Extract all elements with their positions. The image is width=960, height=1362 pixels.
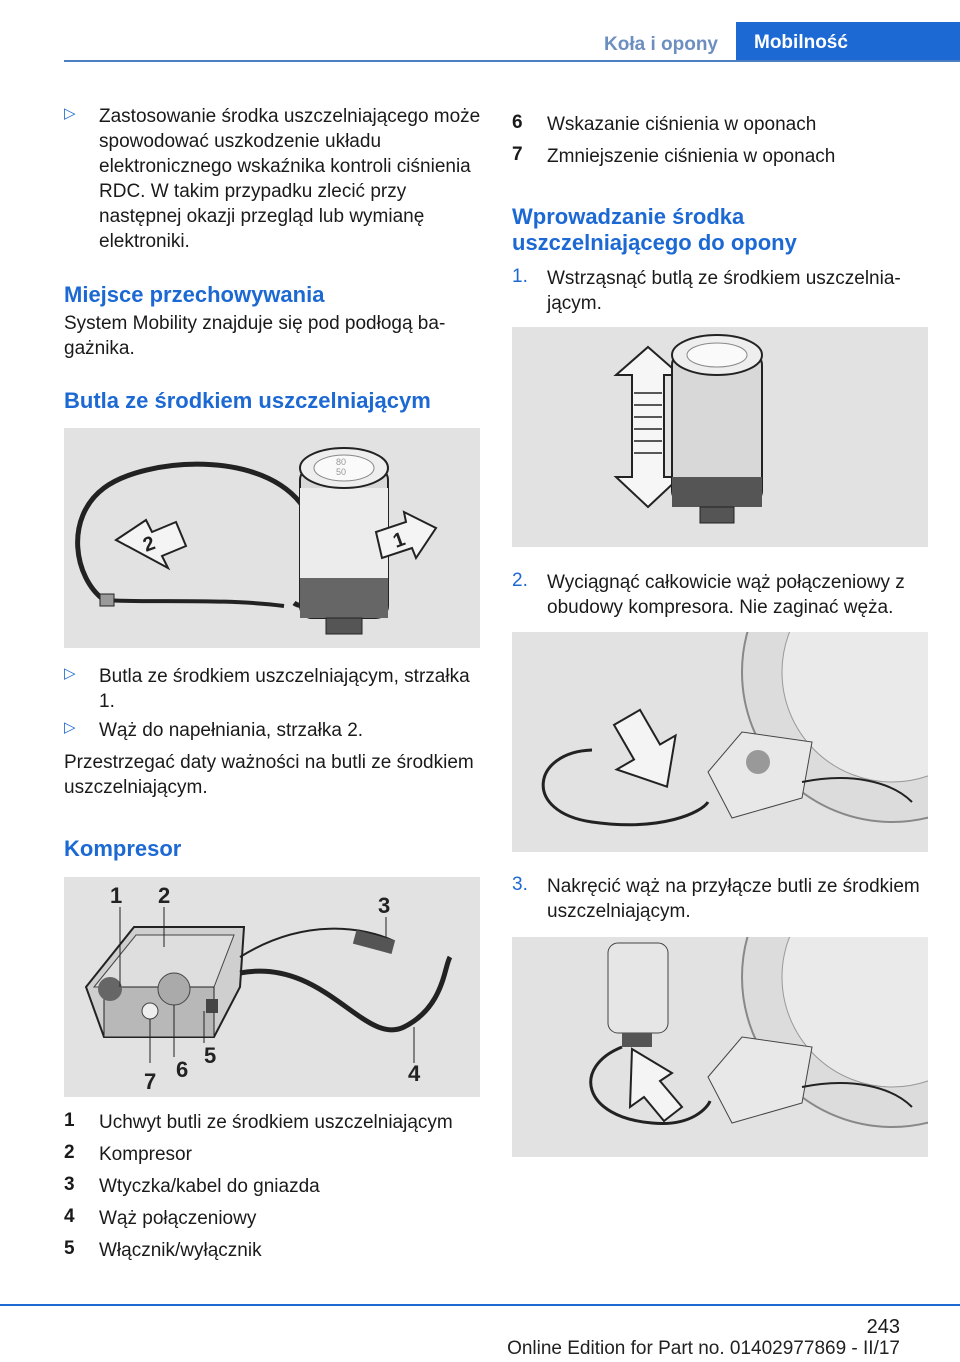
page-number: 243 bbox=[866, 1316, 900, 1338]
heading-bottle: Butla ze środkiem uszczelniającym bbox=[64, 388, 431, 413]
callout-7: 7 bbox=[144, 1069, 156, 1094]
storage-text: System Mobility znajduje się pod podłogą… bbox=[64, 313, 446, 359]
legend-text: Wskazanie ciśnienia w oponach bbox=[547, 114, 817, 135]
legend-text: Zmniejszenie ciśnienia w oponach bbox=[547, 146, 836, 167]
header-rule bbox=[64, 60, 960, 62]
footer-rule bbox=[0, 1304, 960, 1306]
legend-text: Kompresor bbox=[99, 1144, 192, 1165]
legend-number: 2 bbox=[64, 1142, 75, 1163]
callout-1: 1 bbox=[110, 883, 122, 908]
compressor-figure: 1 2 3 4 5 6 7 bbox=[64, 877, 480, 1097]
bullet-text: Butla ze środkiem uszczelniającym, strza… bbox=[99, 666, 470, 712]
legend-number: 7 bbox=[512, 144, 523, 165]
legend-text: Wąż połączeniowy bbox=[99, 1208, 257, 1229]
step-text: Nakręcić wąż na przyłącze butli ze środ­… bbox=[547, 876, 920, 922]
triangle-right-icon: ▷ bbox=[64, 105, 76, 122]
step-number: 2. bbox=[512, 570, 528, 591]
heading-insert-sealant: Wprowadzanie środka uszczelniającego do … bbox=[512, 204, 797, 255]
callout-2: 2 bbox=[158, 883, 170, 908]
step-number: 3. bbox=[512, 874, 528, 895]
shake-bottle-figure bbox=[512, 327, 928, 547]
bottle-note: Przestrzegać daty ważności na butli ze ś… bbox=[64, 752, 474, 798]
arrow-1-icon: 1 bbox=[374, 510, 438, 561]
legend-text: Uchwyt butli ze środkiem uszczelniającym bbox=[99, 1112, 453, 1133]
pull-hose-figure bbox=[512, 632, 928, 852]
bottle-figure: 80 50 2 1 bbox=[64, 428, 480, 648]
callout-4: 4 bbox=[408, 1061, 421, 1086]
legend-text: Włącznik/wyłącznik bbox=[99, 1240, 262, 1261]
arrow-2-icon: 2 bbox=[114, 518, 188, 571]
heading-compressor: Kompresor bbox=[64, 836, 182, 861]
legend-number: 4 bbox=[64, 1206, 75, 1227]
triangle-right-icon: ▷ bbox=[64, 665, 76, 682]
bullet-text: Zastosowanie środka uszczelniającego moż… bbox=[99, 106, 481, 252]
legend-number: 5 bbox=[64, 1238, 75, 1259]
triangle-right-icon: ▷ bbox=[64, 719, 76, 736]
connect-illustration bbox=[589, 937, 928, 1128]
shake-illustration bbox=[613, 334, 763, 524]
callout-3: 3 bbox=[378, 893, 390, 918]
legend-number: 1 bbox=[64, 1110, 75, 1131]
connect-hose-figure bbox=[512, 937, 928, 1157]
step-text: Wstrząsnąć butlą ze środkiem uszczelnia­… bbox=[547, 268, 901, 314]
compressor-illustration: 1 2 3 4 5 6 7 bbox=[84, 883, 453, 1094]
edition-text: Online Edition for Part no. 01402977869 … bbox=[507, 1338, 900, 1359]
hose-illustration bbox=[541, 632, 928, 827]
step-text: Wyciągnąć całkowicie wąż połączeniowy z … bbox=[547, 572, 905, 618]
callout-5: 5 bbox=[204, 1043, 216, 1068]
legend-number: 3 bbox=[64, 1174, 75, 1195]
bottle-illustration: 80 50 2 1 bbox=[75, 447, 438, 635]
step-number: 1. bbox=[512, 266, 528, 287]
header-section-label[interactable]: Koła i opony bbox=[604, 34, 718, 55]
legend-text: Wtyczka/kabel do gniazda bbox=[99, 1176, 320, 1197]
callout-6: 6 bbox=[176, 1057, 188, 1082]
heading-storage: Miejsce przechowywania bbox=[64, 282, 325, 307]
header-tab[interactable]: Mobilność bbox=[736, 22, 960, 62]
legend-number: 6 bbox=[512, 112, 523, 133]
bullet-text: Wąż do napełniania, strzałka 2. bbox=[99, 720, 364, 741]
bottle-cap-label: 50 bbox=[336, 467, 346, 477]
bottle-cap-label: 80 bbox=[336, 457, 346, 467]
